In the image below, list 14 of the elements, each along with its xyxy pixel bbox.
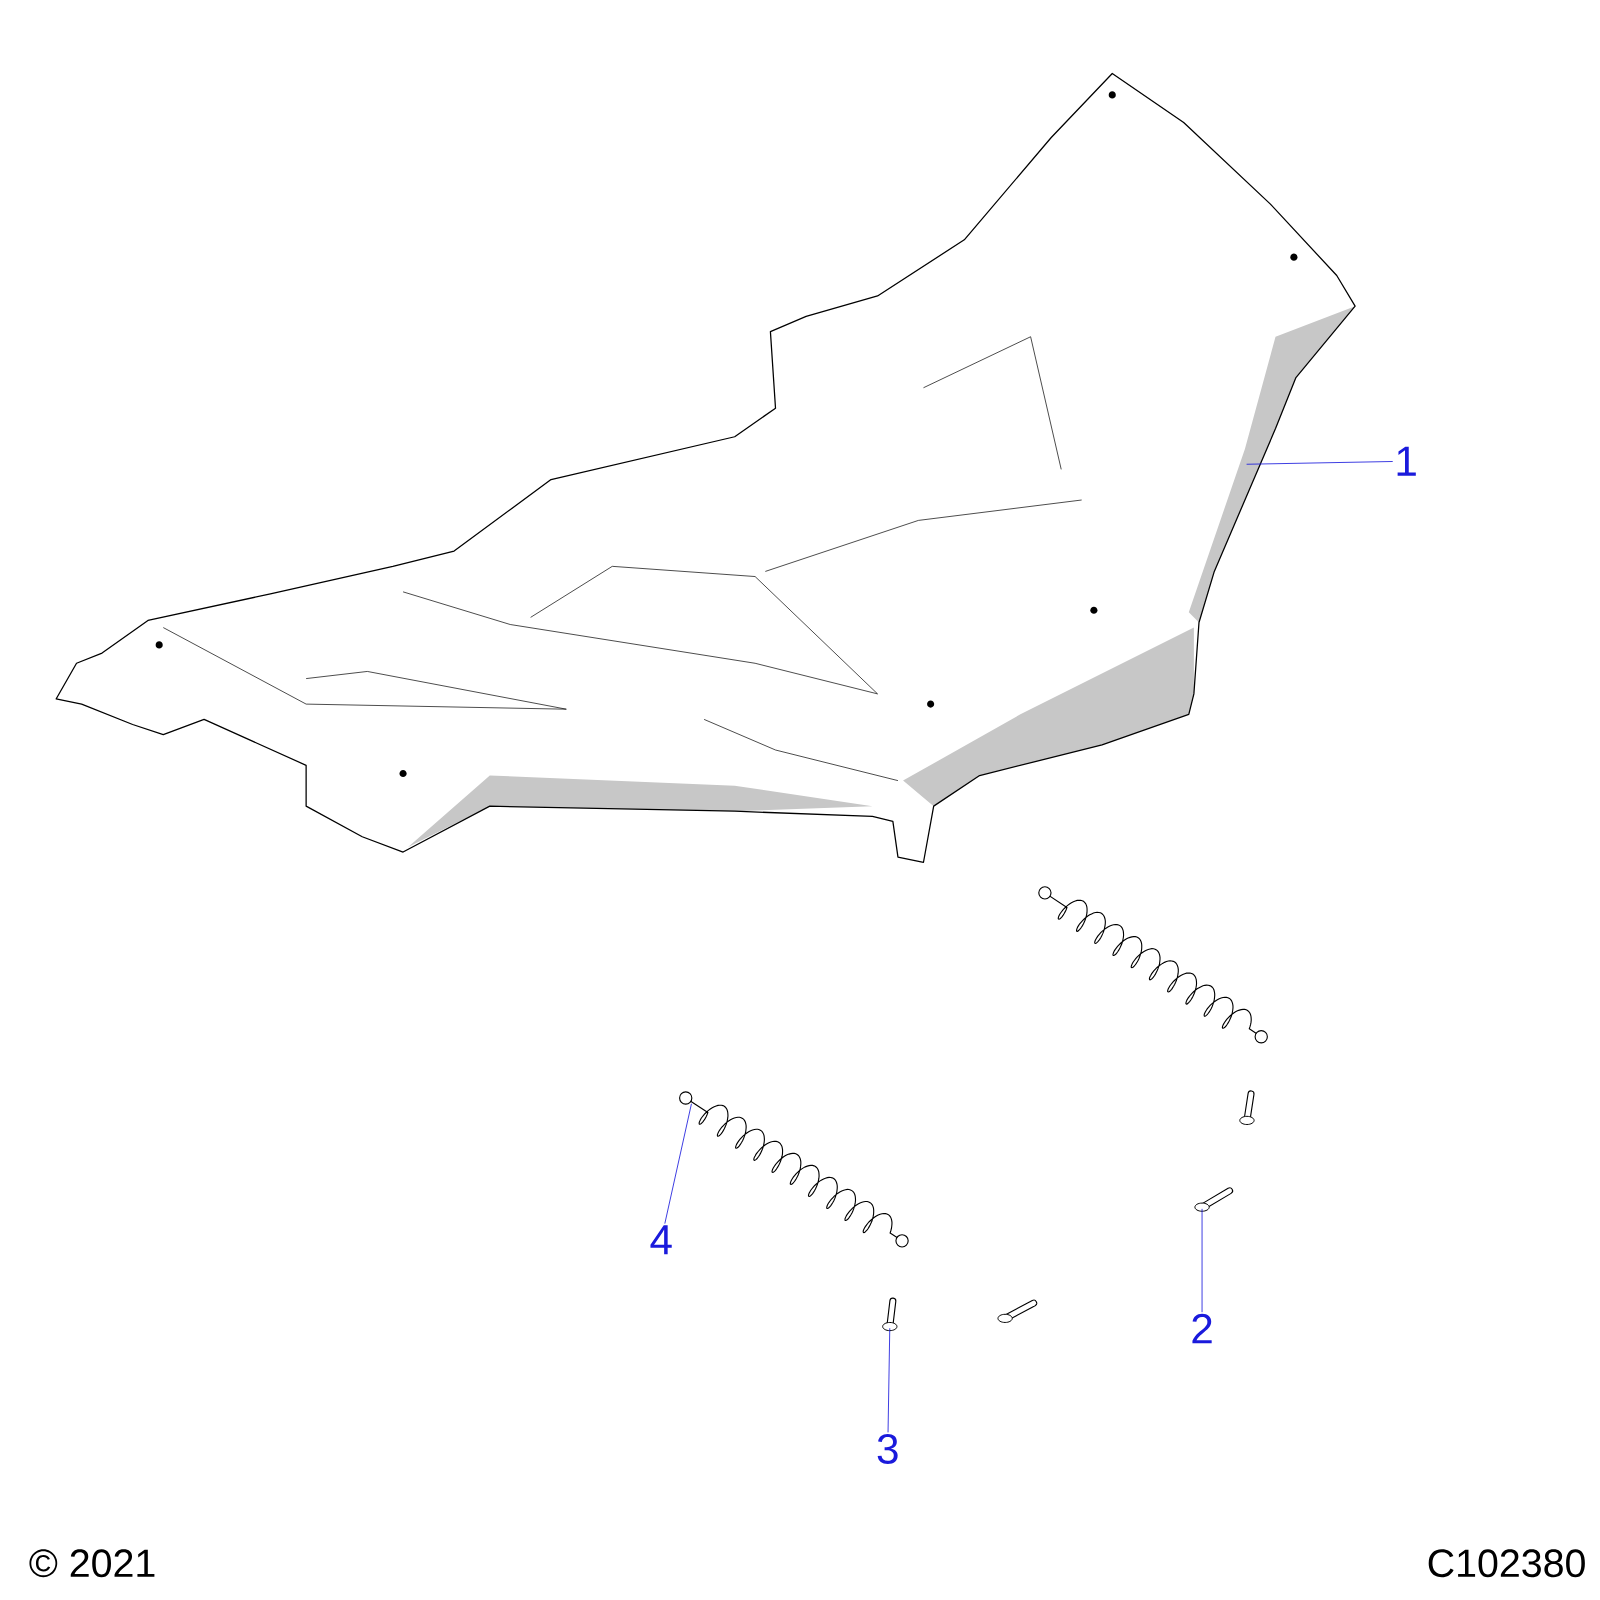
callout-number: 2	[1192, 1313, 1212, 1344]
callout-number: 3	[877, 1434, 898, 1464]
screw-drawing	[882, 1297, 898, 1332]
leader-line	[887, 1327, 891, 1433]
drawing-number: C102380	[1428, 1549, 1585, 1578]
screw-drawing	[1194, 1187, 1234, 1212]
spring-drawing	[679, 1091, 909, 1248]
leader-line	[664, 1103, 692, 1225]
callout-number: 4	[650, 1225, 672, 1255]
copyright-note: © 2021	[29, 1549, 155, 1578]
leader-line	[1246, 461, 1394, 465]
hood-panel-drawing	[55, 72, 1356, 863]
callout-number: 1	[1397, 446, 1416, 476]
leader-line	[1201, 1208, 1203, 1313]
